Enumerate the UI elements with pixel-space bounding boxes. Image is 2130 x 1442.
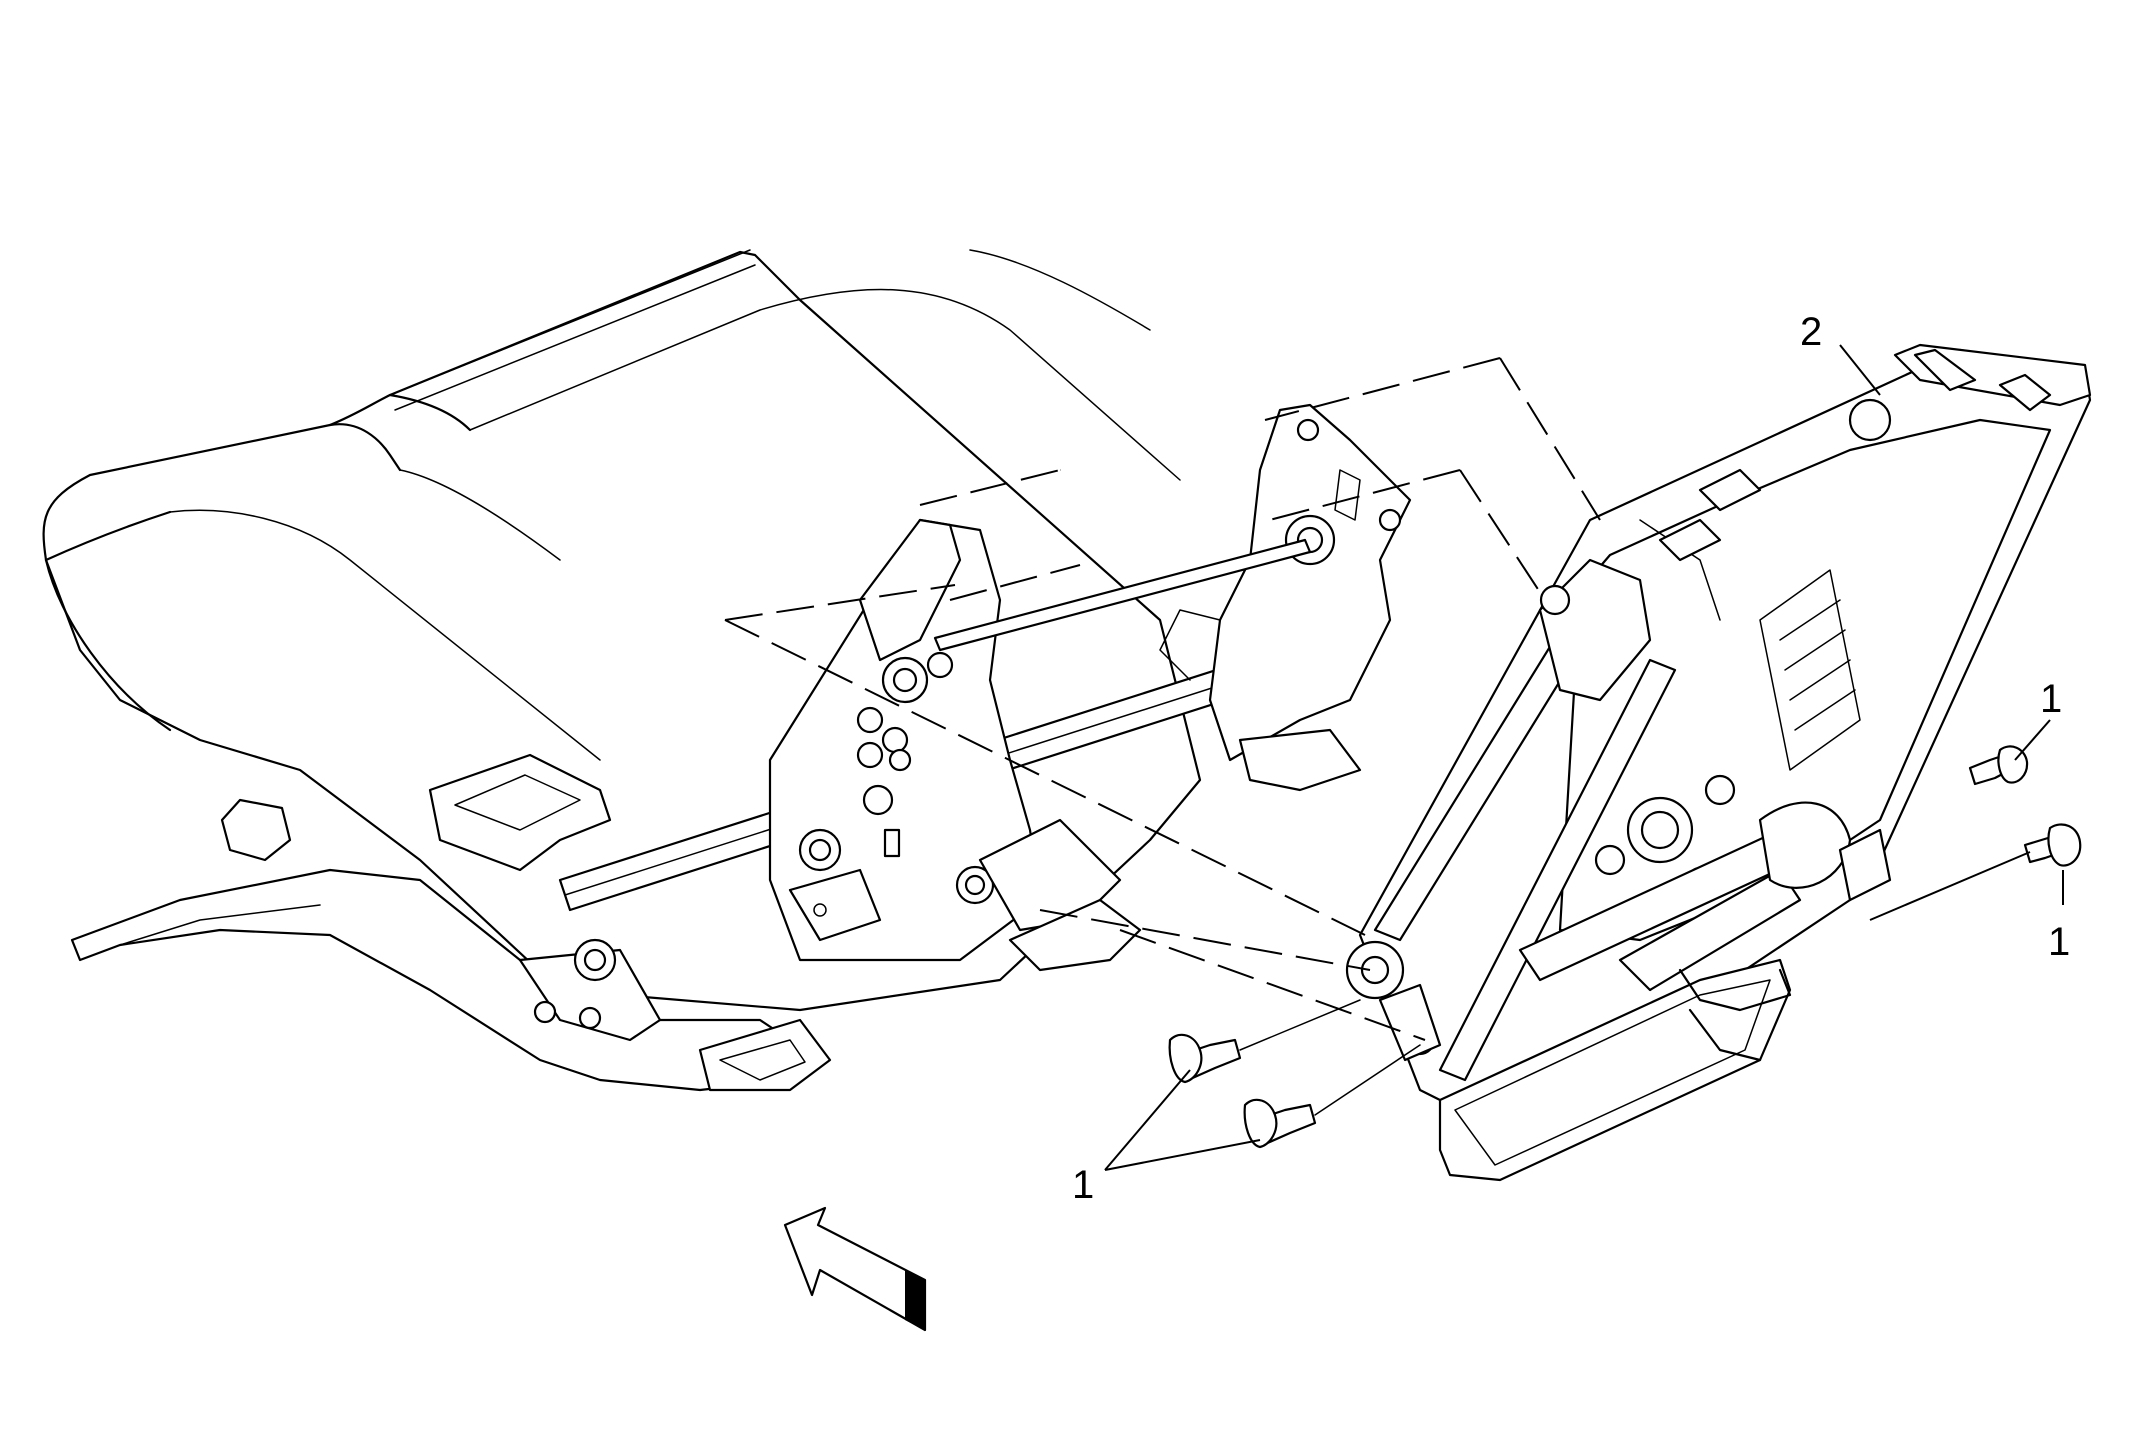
leader-lines — [1104, 344, 2064, 1171]
callout-2: 2 — [1800, 310, 1822, 354]
seat-base-frame — [70, 798, 832, 1092]
fastener-bolt-2 — [1243, 1044, 1421, 1149]
alignment-lines — [724, 357, 1601, 1041]
seatback-frame — [1345, 343, 2092, 1182]
fastener-bolt-1 — [1168, 999, 1361, 1084]
pivot-rod — [933, 538, 1312, 652]
callout-1-right-lower: 1 — [2048, 920, 2070, 964]
callout-1-right-upper: 1 — [2040, 677, 2062, 721]
fastener-bolt-3 — [1968, 745, 2029, 786]
upper-hinge-bracket — [1159, 403, 1412, 792]
forward-arrow-icon — [783, 1206, 927, 1332]
fastener-bolt-4 — [1869, 823, 2082, 921]
cushion-pocket — [428, 753, 612, 872]
callout-1-left: 1 — [1072, 1163, 1094, 1207]
